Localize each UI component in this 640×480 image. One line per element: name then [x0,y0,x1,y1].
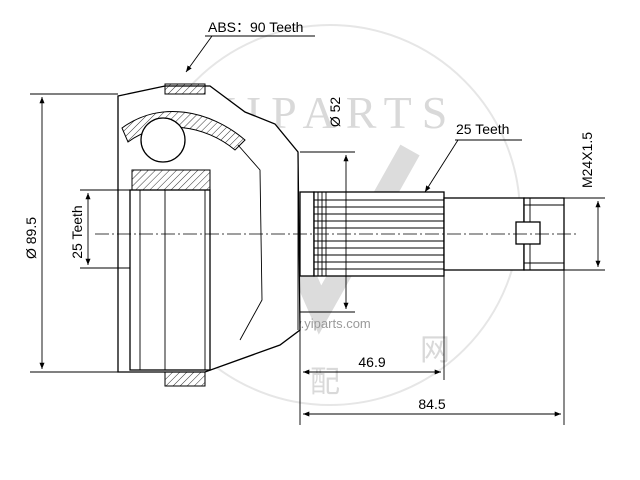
abs-leader-line [185,35,213,73]
housing-inner-profile [237,144,263,341]
inner-race [129,189,211,371]
abs-ring-bottom [164,371,206,387]
dim-52-label: Ø 52 [327,97,343,128]
cv-joint-part [117,83,565,387]
dim-46-9-label: 46.9 [358,354,385,370]
outer-teeth-label: 25 Teeth [456,121,509,137]
abs-ring-top [164,83,206,95]
inner-teeth-label: 25 Teeth [69,205,85,258]
watermark-cjk-2: 配 [310,366,340,399]
outer-teeth-leader-line [424,139,459,193]
cage-section-top [131,169,211,191]
dim-89-5-label: Ø 89.5 [23,217,39,259]
dim-84-5-label: 84.5 [418,396,445,412]
dimensions: Ø 89.5 25 Teeth Ø 52 M24X1.5 46.9 84.5 A… [23,19,605,425]
joint-ball [140,117,186,163]
spline-lines [314,192,444,276]
abs-teeth-label: ABS：90 Teeth [208,19,303,35]
thread-label: M24X1.5 [579,132,595,188]
cotter-hole [515,221,541,245]
watermark-cjk-3: 网 [420,334,450,367]
